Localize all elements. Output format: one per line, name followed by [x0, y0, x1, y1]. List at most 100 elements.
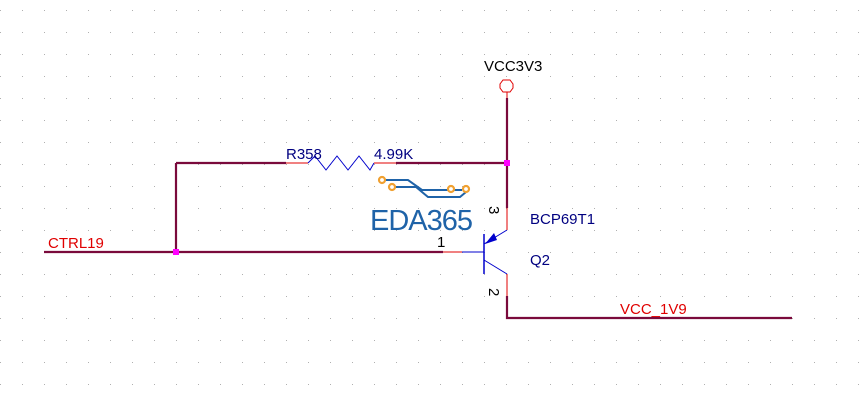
- net-label-vcc1v9[interactable]: VCC_1V9: [620, 301, 687, 318]
- wire-vcc1v9[interactable]: [505, 296, 792, 320]
- grid-dot: [418, 208, 419, 209]
- grid-dot: [462, 120, 463, 121]
- grid-dot: [814, 10, 815, 11]
- grid-dot: [484, 142, 485, 143]
- grid-dot: [528, 274, 529, 275]
- grid-dot: [572, 120, 573, 121]
- grid-dot: [264, 362, 265, 363]
- grid-dot: [22, 186, 23, 187]
- grid-dot: [616, 362, 617, 363]
- grid-dot: [264, 318, 265, 319]
- grid-dot: [682, 186, 683, 187]
- grid-dot: [462, 340, 463, 341]
- grid-dot: [0, 76, 1, 77]
- grid-dot: [550, 54, 551, 55]
- grid-dot: [198, 384, 199, 385]
- grid-dot: [528, 230, 529, 231]
- grid-dot: [528, 164, 529, 165]
- grid-dot: [374, 230, 375, 231]
- grid-dot: [748, 32, 749, 33]
- grid-dot: [726, 120, 727, 121]
- grid-dot: [704, 32, 705, 33]
- grid-dot: [770, 54, 771, 55]
- grid-dot: [352, 340, 353, 341]
- grid-dot: [616, 142, 617, 143]
- grid-dot: [792, 362, 793, 363]
- grid-dot: [462, 318, 463, 319]
- grid-dot: [286, 76, 287, 77]
- grid-dot: [682, 362, 683, 363]
- grid-dot: [88, 340, 89, 341]
- grid-dot: [638, 208, 639, 209]
- grid-dot: [484, 318, 485, 319]
- grid-dot: [242, 296, 243, 297]
- grid-dot: [264, 142, 265, 143]
- grid-dot: [682, 252, 683, 253]
- grid-dot: [264, 186, 265, 187]
- grid-dot: [396, 274, 397, 275]
- grid-dot: [682, 230, 683, 231]
- grid-dot: [836, 340, 837, 341]
- grid-dot: [616, 98, 617, 99]
- grid-dot: [242, 384, 243, 385]
- power-port-vcc3v3[interactable]: VCC3V3: [484, 58, 542, 98]
- grid-dot: [528, 10, 529, 11]
- grid-dot: [374, 120, 375, 121]
- grid-dot: [506, 362, 507, 363]
- grid-dot: [770, 120, 771, 121]
- grid-dot: [550, 76, 551, 77]
- grid-dot: [594, 384, 595, 385]
- grid-dot: [396, 10, 397, 11]
- grid-dot: [154, 98, 155, 99]
- junction-dot: [504, 160, 510, 166]
- grid-dot: [308, 10, 309, 11]
- grid-dot: [110, 120, 111, 121]
- grid-dot: [594, 120, 595, 121]
- grid-dot: [704, 384, 705, 385]
- transistor-designator: Q2: [530, 252, 550, 269]
- grid-dot: [154, 384, 155, 385]
- grid-dot: [836, 384, 837, 385]
- grid-dot: [308, 340, 309, 341]
- grid-dot: [484, 120, 485, 121]
- net-label-ctrl19[interactable]: CTRL19: [48, 235, 104, 252]
- grid-dot: [132, 362, 133, 363]
- grid-dot: [726, 340, 727, 341]
- grid-dot: [88, 296, 89, 297]
- grid-dot: [154, 76, 155, 77]
- grid-dot: [352, 296, 353, 297]
- grid-dot: [770, 10, 771, 11]
- junction-dot: [173, 249, 179, 255]
- grid-dot: [550, 340, 551, 341]
- grid-dot: [792, 318, 793, 319]
- grid-dot: [242, 208, 243, 209]
- grid-dot: [198, 164, 199, 165]
- grid-dot: [528, 120, 529, 121]
- grid-dot: [682, 164, 683, 165]
- grid-dot: [88, 230, 89, 231]
- grid-dot: [110, 32, 111, 33]
- grid-dot: [506, 384, 507, 385]
- grid-dot: [660, 340, 661, 341]
- grid-dot: [176, 120, 177, 121]
- transistor-q2[interactable]: 1 3 2 BCP69T1 Q2: [437, 206, 595, 296]
- grid-dot: [550, 252, 551, 253]
- grid-dot: [462, 98, 463, 99]
- resistor-r358[interactable]: R358 4.99K: [286, 146, 413, 171]
- grid-dot: [572, 362, 573, 363]
- grid-dot: [110, 274, 111, 275]
- grid-dot: [418, 32, 419, 33]
- grid-dot: [748, 186, 749, 187]
- grid-dot: [418, 164, 419, 165]
- grid-dot: [704, 208, 705, 209]
- power-port-label: VCC3V3: [484, 58, 542, 75]
- grid-dot: [528, 32, 529, 33]
- grid-dot: [374, 98, 375, 99]
- grid-dot: [44, 186, 45, 187]
- grid-dot: [704, 296, 705, 297]
- grid-dot: [396, 208, 397, 209]
- grid-dot: [594, 186, 595, 187]
- grid-dot: [330, 142, 331, 143]
- pin-number-emitter: 3: [485, 206, 502, 214]
